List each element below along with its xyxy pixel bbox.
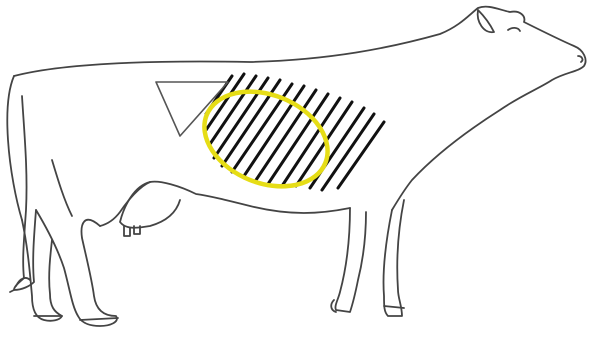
cow-tail-outline bbox=[14, 96, 36, 290]
cow-front-leg-outline bbox=[383, 200, 404, 316]
cow-hock-outline bbox=[52, 160, 72, 216]
hatch-line bbox=[282, 98, 340, 186]
cow-hind-leg-back-outline bbox=[22, 220, 62, 321]
cow-ear-outline bbox=[478, 10, 494, 32]
cow-nostril bbox=[578, 56, 582, 62]
cow-udder-outline bbox=[120, 182, 180, 228]
cow-rear-outline bbox=[7, 76, 22, 220]
cow-front-leg-back-outline bbox=[335, 208, 366, 312]
cow-hind-hoof bbox=[80, 318, 118, 320]
triangle-region bbox=[156, 82, 228, 136]
hatch-line bbox=[210, 76, 256, 144]
hatch-line bbox=[296, 102, 352, 186]
cow-hind-leg-outline bbox=[36, 210, 117, 326]
cow-eye bbox=[508, 28, 520, 31]
